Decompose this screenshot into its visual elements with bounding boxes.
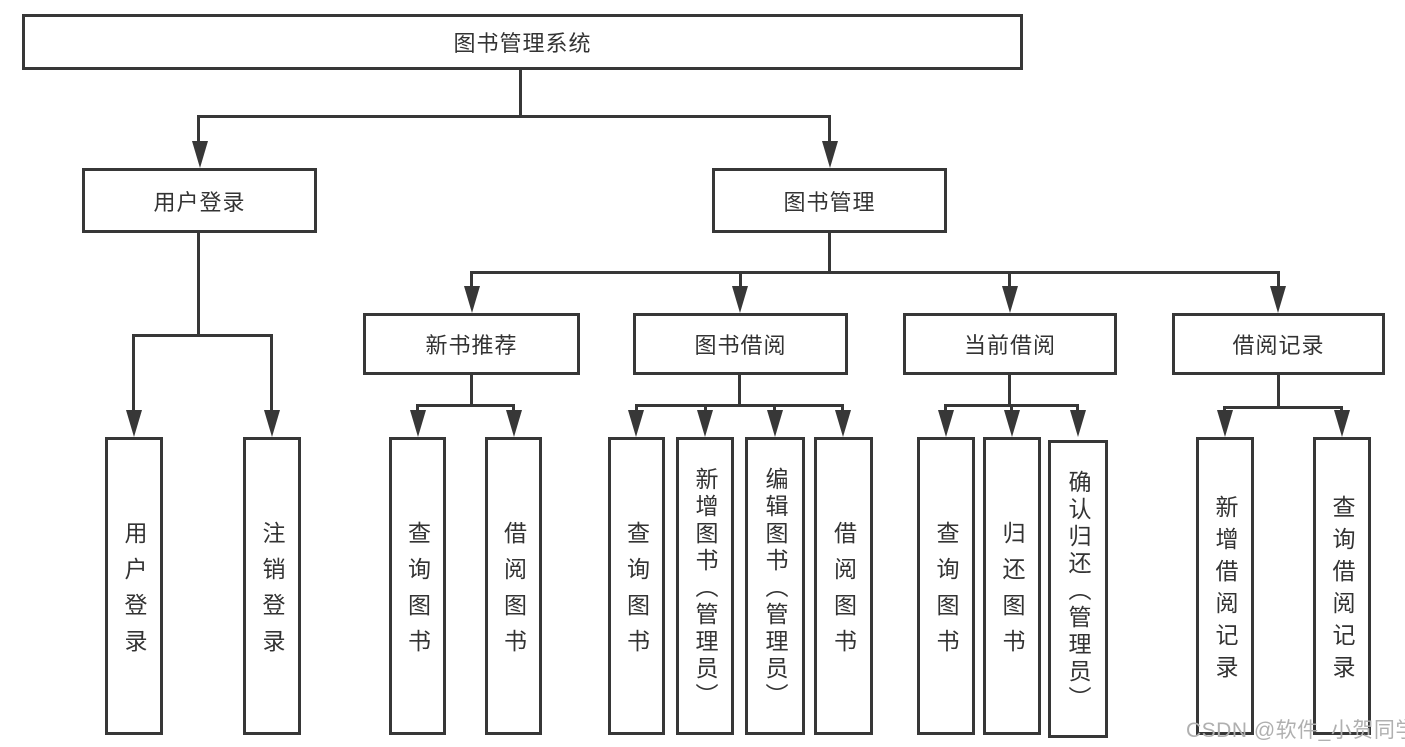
leaf-label: 编辑图书（管理员） [762,466,788,710]
connector-line [1076,404,1079,414]
connector-line [739,271,742,288]
connector-line [828,115,831,145]
leaf-logout: 注销登录 [243,437,301,735]
node-user-login: 用户登录 [82,168,317,233]
connector-line [944,404,947,414]
leaf-label: 查询图书 [933,520,959,665]
arrowhead-down-icon [835,410,851,437]
connector-line [1223,406,1343,409]
leaf-user-login: 用户登录 [105,437,163,735]
node-book-management: 图书管理 [712,168,947,233]
leaf-label: 用户登录 [121,520,147,665]
node-label: 新书推荐 [425,333,518,358]
arrowhead-down-icon [1334,410,1350,437]
node-book-borrowing: 图书借阅 [633,313,848,375]
node-label: 图书管理系统 [453,31,592,56]
connector-line [132,334,273,337]
leaf-borrow-books-recommend: 借阅图书 [485,437,542,735]
leaf-query-borrow-record: 查询借阅记录 [1313,437,1371,735]
node-label: 用户登录 [153,189,246,215]
leaf-label: 查询图书 [404,520,431,665]
arrowhead-down-icon [126,410,142,437]
leaf-label: 新增图书（管理员） [692,466,718,710]
connector-line [1008,375,1011,407]
node-borrowing-records: 借阅记录 [1172,313,1385,375]
arrowhead-down-icon [1070,410,1086,437]
connector-line [841,404,844,414]
connector-line [470,271,473,288]
arrowhead-down-icon [938,410,954,437]
leaf-label: 注销登录 [259,520,285,665]
leaf-query-books-current: 查询图书 [917,437,975,735]
connector-line [512,404,515,414]
node-label: 图书管理 [783,189,876,215]
connector-line [1277,271,1280,288]
connector-line [470,375,473,407]
arrowhead-down-icon [264,410,280,437]
connector-line [416,404,419,414]
node-label: 借阅记录 [1232,333,1325,358]
arrowhead-down-icon [732,286,748,313]
arrowhead-down-icon [1002,286,1018,313]
connector-line [1008,271,1011,288]
node-label: 图书借阅 [694,333,787,358]
connector-line [635,404,638,414]
node-new-book-recommend: 新书推荐 [363,313,580,375]
leaf-label: 新增借阅记录 [1212,494,1238,687]
leaf-label: 归还图书 [999,520,1025,665]
leaf-add-borrow-record: 新增借阅记录 [1196,437,1254,735]
leaf-label: 查询借阅记录 [1329,494,1355,687]
connector-line [197,115,200,145]
connector-line [773,404,776,414]
leaf-label: 借阅图书 [500,520,527,665]
leaf-label: 借阅图书 [830,520,857,665]
arrowhead-down-icon [1270,286,1286,313]
node-label: 当前借阅 [963,333,1056,358]
connector-line [635,404,844,407]
connector-line [519,69,522,118]
connector-line [828,233,831,273]
leaf-label: 确认归还（管理员） [1065,469,1091,713]
leaf-query-books-recommend: 查询图书 [389,437,446,735]
leaf-label: 查询图书 [623,520,650,665]
arrowhead-down-icon [1217,410,1233,437]
connector-line [738,375,741,407]
node-current-borrowing: 当前借阅 [903,313,1117,375]
leaf-borrow-books: 借阅图书 [814,437,873,735]
arrowhead-down-icon [506,410,522,437]
arrowhead-down-icon [410,410,426,437]
connector-line [1277,375,1280,408]
connector-line [470,271,1280,274]
connector-line [704,404,707,414]
arrowhead-down-icon [628,410,644,437]
arrowhead-down-icon [822,141,838,168]
csdn-watermark: CSDN @软件_小贺同学 [1186,719,1405,742]
connector-line [132,334,135,414]
connector-line [416,404,515,407]
leaf-query-books-borrowing: 查询图书 [608,437,665,735]
arrowhead-down-icon [767,410,783,437]
leaf-confirm-return-admin: 确认归还（管理员） [1048,440,1108,738]
connector-line [1010,404,1013,414]
node-library-management-system: 图书管理系统 [22,14,1023,70]
arrowhead-down-icon [192,141,208,168]
arrowhead-down-icon [1004,410,1020,437]
connector-line [197,115,831,118]
arrowhead-down-icon [464,286,480,313]
arrowhead-down-icon [697,410,713,437]
leaf-add-book-admin: 新增图书（管理员） [676,437,734,735]
leaf-return-book: 归还图书 [983,437,1041,735]
leaf-edit-book-admin: 编辑图书（管理员） [745,437,805,735]
connector-line [197,233,200,336]
connector-line [270,334,273,414]
